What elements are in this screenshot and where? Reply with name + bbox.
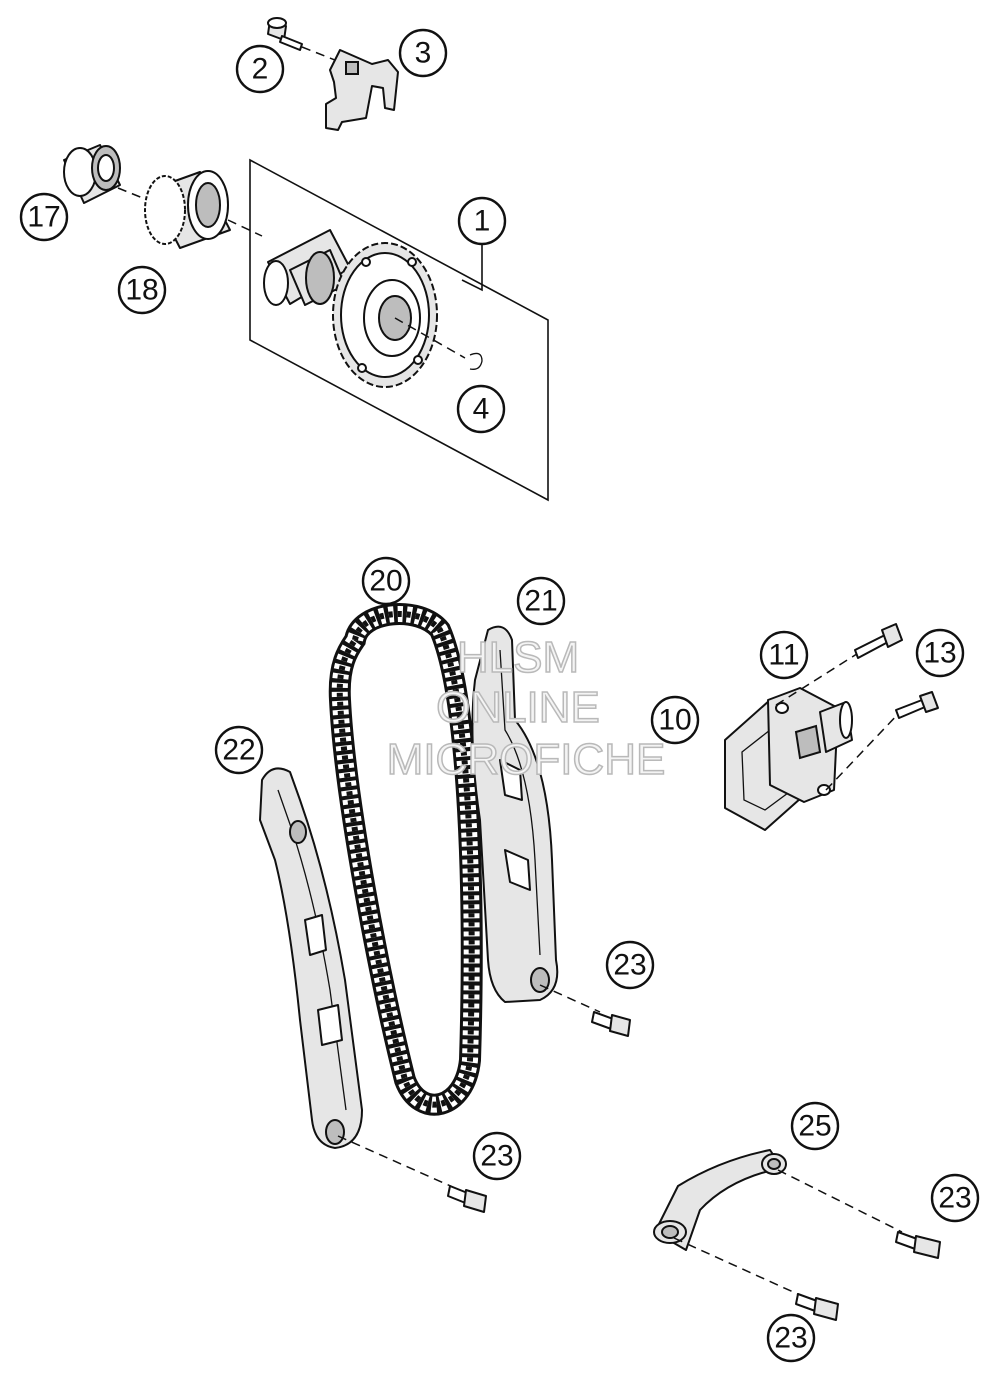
guide-rail-part (259, 767, 363, 1149)
callout-18: 18 (117, 265, 167, 315)
callout-13: 13 (915, 628, 965, 678)
tensioner-rail-part (471, 625, 559, 1003)
svg-text:21: 21 (524, 585, 557, 618)
svg-text:3: 3 (415, 37, 432, 70)
svg-text:20: 20 (369, 565, 402, 598)
svg-text:10: 10 (658, 704, 691, 737)
svg-text:23: 23 (774, 1322, 807, 1355)
callout-21: 21 (516, 576, 566, 626)
svg-text:HLSM: HLSM (457, 633, 579, 682)
callout-2: 2 (235, 44, 285, 94)
callout-3: 3 (398, 28, 448, 78)
needle-bearing-17 (63, 144, 121, 204)
svg-text:23: 23 (480, 1140, 513, 1173)
watermark: HLSM ONLINE MICROFICHE (386, 632, 666, 785)
svg-text:18: 18 (125, 274, 158, 307)
needle-bearing-18 (144, 170, 231, 249)
callout-25: 25 (790, 1101, 840, 1151)
bracket-nut (345, 61, 359, 75)
bolt-23-upper-part (591, 1011, 631, 1037)
svg-text:ONLINE: ONLINE (436, 683, 600, 732)
camshaft-assembly (263, 229, 466, 388)
callout-11: 11 (759, 630, 809, 680)
svg-text:23: 23 (613, 949, 646, 982)
svg-text:25: 25 (798, 1110, 831, 1143)
circlip-part (469, 352, 483, 370)
callout-23-lower: 23 (766, 1313, 816, 1363)
bolt-13-part (895, 691, 939, 719)
assembly-1-frame (249, 158, 549, 502)
rail-support-part (653, 1149, 787, 1251)
svg-text:17: 17 (27, 201, 60, 234)
bracket-3-part (325, 49, 399, 131)
svg-text:4: 4 (473, 393, 490, 426)
callout-23-upper: 23 (605, 940, 655, 990)
bolt-23-lower-part (795, 1293, 839, 1321)
callout-22: 22 (214, 725, 264, 775)
svg-text:11: 11 (768, 639, 799, 672)
callout-1: 1 (457, 196, 507, 246)
callout-17: 17 (19, 192, 69, 242)
svg-text:MICROFICHE: MICROFICHE (387, 735, 666, 784)
callout-4: 4 (456, 384, 506, 434)
chain-tensioner-part (724, 687, 853, 831)
callout-23-right: 23 (930, 1173, 980, 1223)
svg-text:2: 2 (252, 53, 269, 86)
bolt-2-part (267, 17, 341, 63)
svg-text:22: 22 (222, 734, 255, 767)
bolt-23-right-part (895, 1231, 941, 1259)
timing-chain-part (328, 603, 483, 1116)
callout-10: 10 (650, 695, 700, 745)
svg-text:1: 1 (474, 205, 491, 238)
bolt-11-part (854, 623, 903, 659)
svg-text:13: 13 (923, 637, 956, 670)
leader-1 (461, 244, 483, 292)
callout-20: 20 (361, 556, 411, 606)
svg-text:23: 23 (938, 1182, 971, 1215)
callout-23-middle: 23 (472, 1131, 522, 1181)
bolt-23-middle-part (447, 1185, 487, 1213)
